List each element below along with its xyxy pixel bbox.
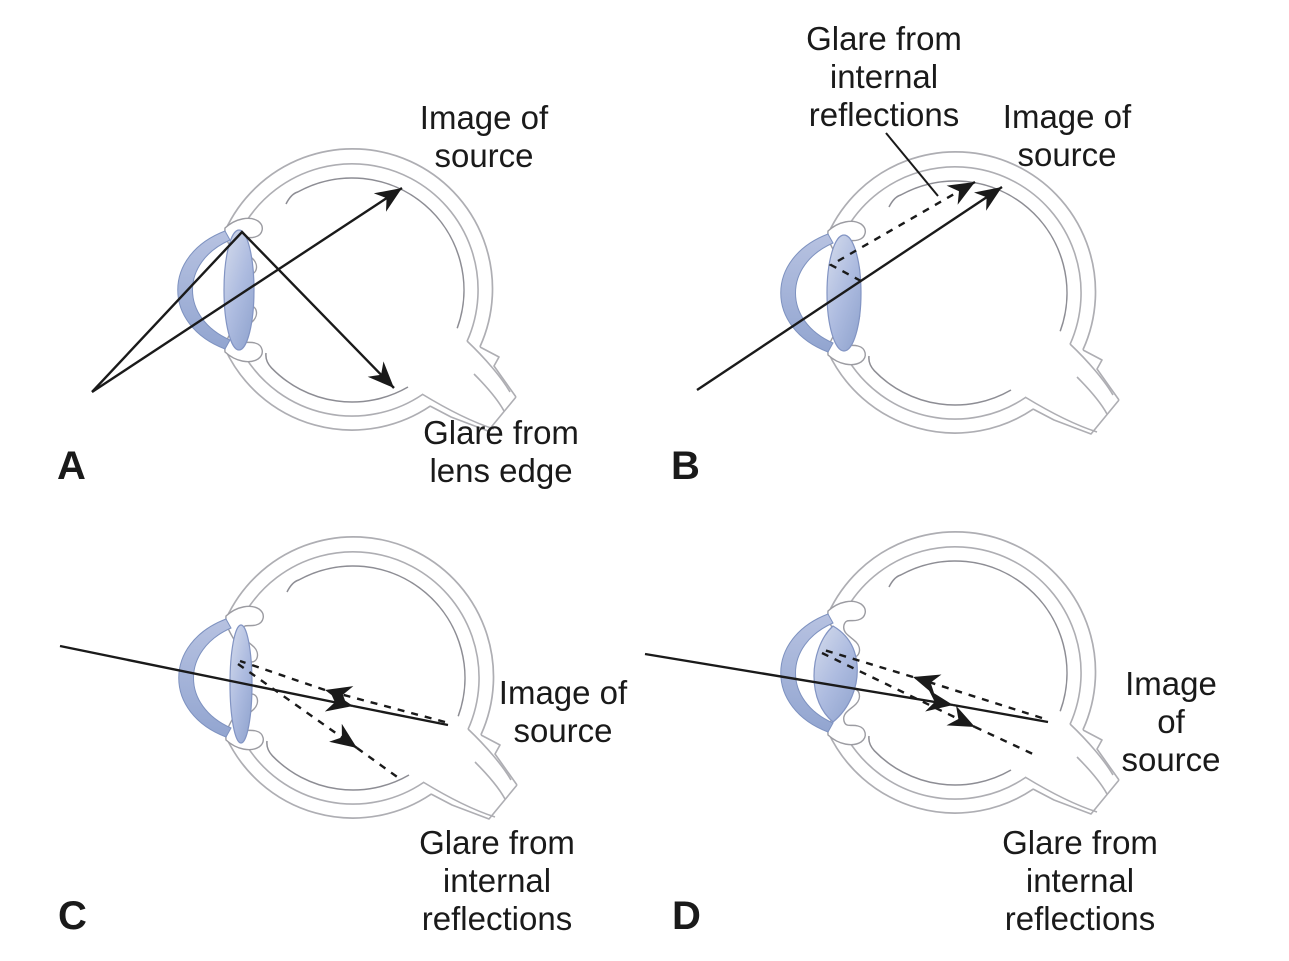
retina-back-reflection-tail-c <box>239 659 326 692</box>
panel-letter-b: B <box>671 444 700 488</box>
lens-re-reflection-ray-d <box>821 651 976 729</box>
label-glare-from-internal-reflections-b: Glare from internal reflections <box>806 20 962 133</box>
label-glare-from-internal-reflections-d: Glare from internal reflections <box>1002 824 1158 937</box>
incident-ray-to-retina-b <box>696 186 1003 391</box>
lens-re-reflection-ray-c <box>237 663 358 749</box>
intraocular-lens-d <box>813 625 858 723</box>
incident-ray-tail-c <box>352 704 449 727</box>
incident-ray-to-retina-c <box>59 644 354 712</box>
internal-reflection-ray-b <box>828 180 976 283</box>
retina-back-reflection-ray-c <box>324 686 446 724</box>
eye-diagram-c <box>59 535 518 820</box>
label-image-of-source-a: Image of source <box>419 99 549 174</box>
incident-ray-to-retina-d <box>644 652 954 712</box>
ray-to-image-of-source-a <box>91 186 403 394</box>
label-image-of-source-d: Image of source <box>1121 665 1221 778</box>
lens-re-reflection-tail-c <box>356 747 401 780</box>
retina-back-reflection-ray-d <box>912 674 1043 720</box>
lens-re-reflection-tail-d <box>974 725 1036 757</box>
ray-glare-from-lens-edge-a <box>91 230 395 393</box>
label-glare-from-internal-reflections-c: Glare from internal reflections <box>419 824 575 937</box>
panel-letter-d: D <box>672 894 701 938</box>
eye-diagram-a <box>91 147 517 432</box>
label-image-of-source-c: Image of source <box>498 674 628 749</box>
intraocular-lens-a <box>223 229 255 351</box>
label-glare-from-lens-edge-a: Glare from lens edge <box>423 414 579 489</box>
label-image-of-source-b: Image of source <box>1002 98 1132 173</box>
eye-diagram-b <box>696 132 1120 435</box>
label-pointer-line-b <box>885 132 939 197</box>
panel-letter-c: C <box>58 894 87 938</box>
retina-back-reflection-tail-d <box>823 648 914 679</box>
panel-letter-a: A <box>57 444 86 488</box>
eye-diagram-d <box>644 530 1120 815</box>
